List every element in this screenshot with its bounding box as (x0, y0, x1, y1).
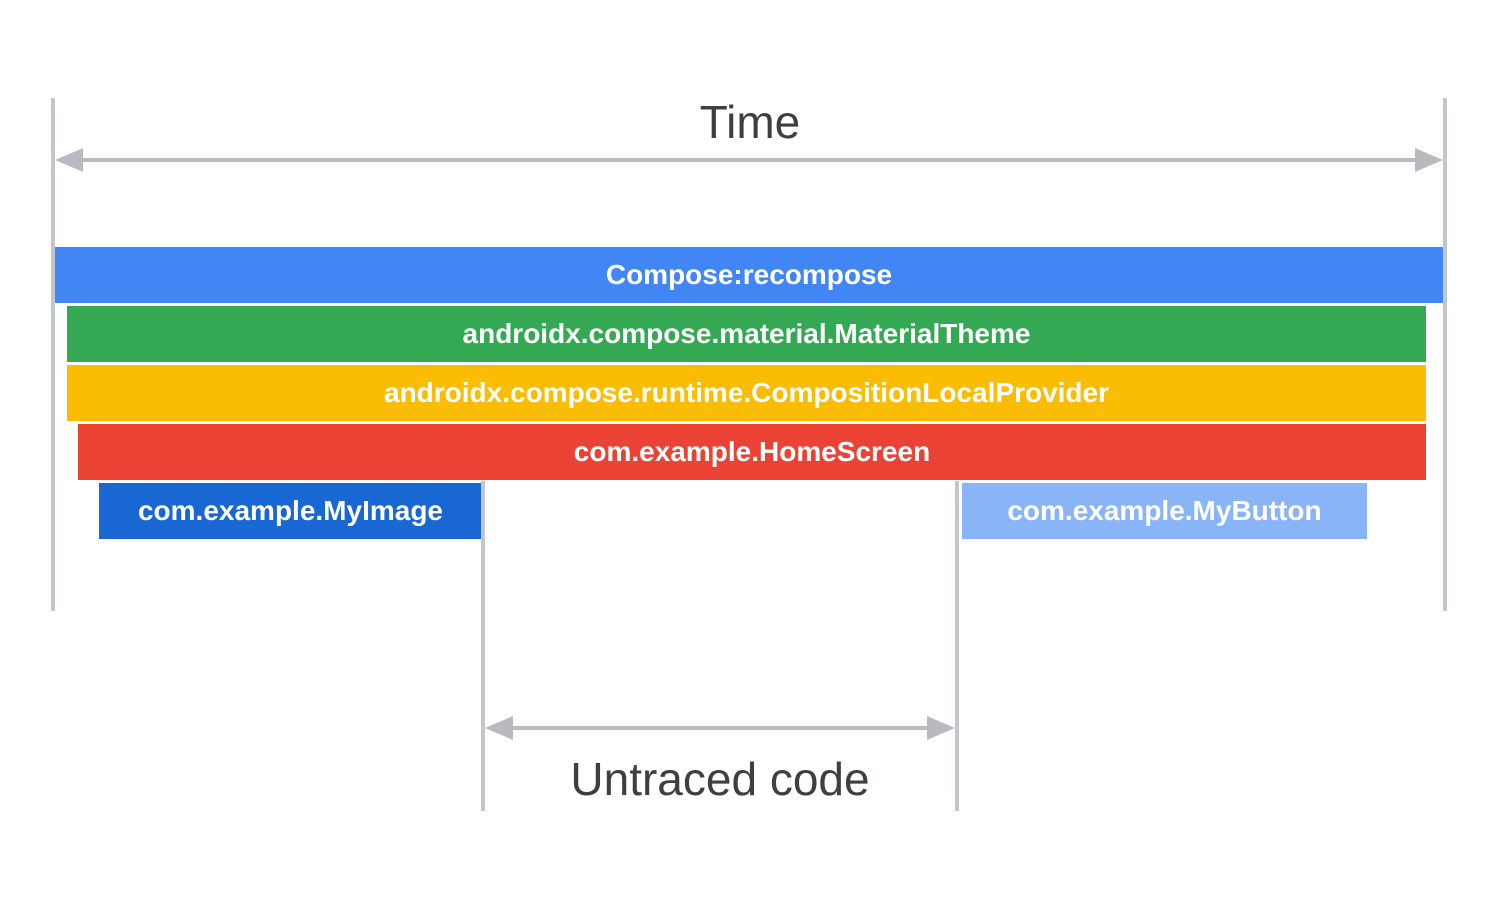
untraced-span-left-line (481, 481, 485, 811)
time-span-right-line (1443, 98, 1447, 611)
untraced-arrow-shaft (490, 726, 950, 730)
untraced-span-right-line (955, 481, 959, 811)
trace-bar-composition-local-provider: androidx.compose.runtime.CompositionLoca… (67, 365, 1426, 421)
trace-bar-my-image: com.example.MyImage (99, 483, 482, 539)
trace-bar-my-button: com.example.MyButton (962, 483, 1367, 539)
trace-bar-compose-recompose: Compose:recompose (55, 247, 1443, 303)
untraced-code-label: Untraced code (570, 753, 870, 805)
arrowhead-right-icon (1415, 148, 1443, 172)
time-arrow-shaft (60, 158, 1438, 162)
time-axis-label: Time (699, 96, 801, 148)
arrowhead-left-icon (485, 716, 513, 740)
arrowhead-left-icon (55, 148, 83, 172)
time-span-left-line (51, 98, 55, 611)
trace-bar-material-theme: androidx.compose.material.MaterialTheme (67, 306, 1426, 362)
trace-bar-home-screen: com.example.HomeScreen (78, 424, 1426, 480)
arrowhead-right-icon (927, 716, 955, 740)
